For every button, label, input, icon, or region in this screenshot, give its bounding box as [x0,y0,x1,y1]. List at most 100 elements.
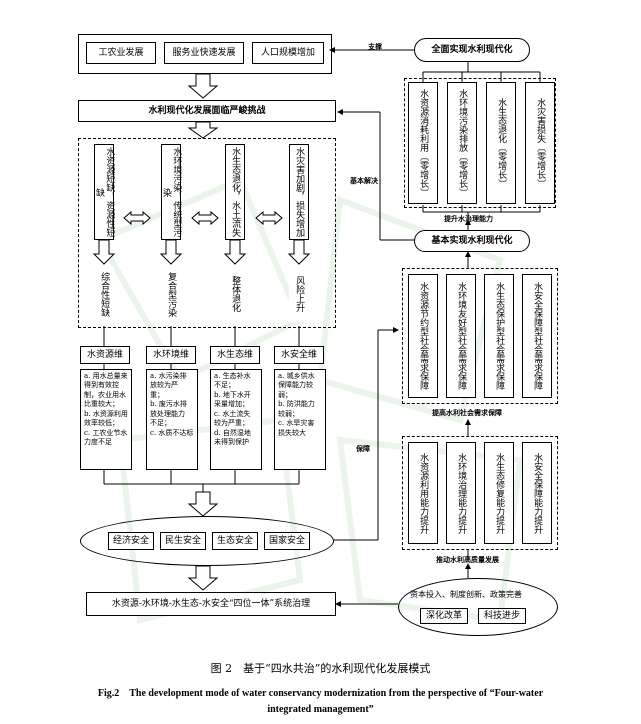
capability-water-security: 水安全保障能力提升 [522,442,552,544]
driver-services: 服务业快速发展 [164,42,244,64]
high-quality-label: 推动水利高质量发展 [436,555,499,564]
problem-water-ecology-result: 整体退化 [225,266,245,322]
note-line: 得到有效控 [84,381,119,390]
note-line: 保障能力较 [278,381,313,390]
goal-basic-label: 基本实现水利现代化 [431,235,513,246]
dimension-note-water-environment: a. 水污染排 放较为严 重； b. 废污水排 放处理能力 不足； c. 水质不… [146,369,198,470]
capability-text: 水资源利用能力提升 [418,452,429,534]
note-line: b. 废污水排 [150,400,187,409]
note-line: 比重较大； [84,400,119,409]
guarantee-side-label: 保障 [356,444,370,453]
dimension-water-environment: 水环境维 [146,346,196,364]
note-line: 不足； [150,419,171,428]
caption-english-line-1: Fig.2 The development mode of water cons… [97,688,544,699]
note-line: b. 地下水开 [214,390,251,399]
capability-text: 水生态修复能力提升 [494,452,505,534]
driver-technology: 科技进步 [478,608,526,624]
goal-item-water-resources: 水资源消耗利用〔零增长〕 [408,82,438,204]
driver-label: 科技进步 [483,610,520,621]
dimension-note-water-security: a. 城乡供水 保障能力较 弱； b. 防洪能力 较弱； c. 水旱灾害 损失较… [274,369,326,470]
note-line: a. 城乡供水 [278,372,315,380]
problem-bottom-text: 风险上升 [294,276,305,312]
basic-solve-label: 基本解决 [350,176,378,185]
guarantee-label: 提高水利社会需求保障 [432,408,502,417]
security-national: 国家安全 [264,532,310,550]
security-livelihood: 民生安全 [160,532,206,550]
security-label: 民生安全 [164,535,201,546]
note-line: 弱； [278,390,292,399]
goal-full-modernization: 全面实现水利现代化 [414,38,530,62]
capacity-label: 提升水治理能力 [444,214,493,223]
note-line: 重； [150,390,164,399]
driver-industry-agriculture: 工农业发展 [86,42,156,64]
challenge-label: 水利现代化发展面临严峻挑战 [148,105,266,116]
problem-top-text: 水资源短缺，资源性短缺 [94,147,115,237]
driver-label: 工农业发展 [98,47,144,58]
guarantee-text: 水资源节约型社会需求保障 [418,282,429,390]
guarantee-water-ecology: 水生态保护型社会需求保障 [484,274,514,398]
goal-item-water-ecology: 水生态退化〔零增长〕 [486,82,516,204]
drivers-group [78,34,332,74]
capabilities-group [402,436,558,550]
note-line: 较为严重； [214,419,249,428]
note-line: 效率较低； [84,419,119,428]
capability-text: 水安全保障能力提升 [532,452,543,534]
capability-water-resources: 水资源利用能力提升 [408,442,438,544]
driver-population: 人口规模增加 [252,42,324,64]
problem-water-resources: 水资源短缺，资源性短缺 [94,144,114,240]
note-line: b. 水资源利用 [84,409,128,418]
security-label: 经济安全 [112,535,149,546]
dimension-label: 水资源维 [86,349,123,360]
note-line: 采量增加； [214,400,249,409]
security-label: 生态安全 [216,535,253,546]
note-line: a. 用水总量来 [84,372,128,380]
note-line: 较弱； [278,409,299,418]
capability-water-environment: 水环境治理能力提升 [446,442,476,544]
guarantee-water-resources: 水资源节约型社会需求保障 [408,274,438,398]
problem-top-text: 水环境污染，传统型污染 [161,147,182,237]
note-line: 损失较大 [278,428,306,437]
note-line: b. 防洪能力 [278,400,315,409]
dimension-water-ecology: 水生态维 [210,346,260,364]
note-line: c. 工农业节水 [84,428,128,437]
note-line: 制，农业用水 [84,390,126,399]
problem-bottom-text: 整体退化 [230,276,241,312]
problem-water-disaster-result: 风险上升 [289,266,309,322]
note-line: a. 水污染排 [150,372,187,380]
problem-water-resources-result: 综合性短缺 [94,266,114,322]
note-line: d. 自然湿地 [214,428,251,437]
note-line: 放较为严 [150,381,178,390]
governance-label: 水资源-水环境-水生态-水安全“四位一体”系统治理 [111,598,311,609]
guarantees-group [402,268,558,404]
dimension-note-water-ecology: a. 生态补水 不足； b. 地下水开 采量增加； c. 水土流失 较为严重； … [210,369,262,470]
driver-reform: 深化改革 [420,608,468,624]
guarantee-water-security: 水安全保障型社会需求保障 [522,274,552,398]
note-line: a. 生态补水 [214,372,251,380]
note-line: c. 水旱灾害 [278,419,315,428]
goal-full-label: 全面实现水利现代化 [431,44,513,55]
drivers-title: 资本投入、制度创新、政策完善 [410,590,522,599]
problem-water-disaster: 水灾害加剧，损失增加 [289,144,309,240]
goal-full-items-group [404,78,556,208]
note-line: 未得到保护 [214,438,249,447]
support-label: 支撑 [368,42,382,51]
problem-bottom-text: 综合性短缺 [99,271,110,317]
drivers-ellipse [398,578,558,636]
security-ellipse [80,516,334,566]
driver-label: 人口规模增加 [260,47,315,58]
caption-english-line-2: integrated management” [267,704,374,715]
dimension-label: 水生态维 [216,349,253,360]
note-line: 不足； [214,381,235,390]
dimension-water-security: 水安全维 [274,346,324,364]
problem-water-environment: 水环境污染，传统型污染 [161,144,181,240]
challenge-box: 水利现代化发展面临严峻挑战 [78,100,336,122]
goal-item-water-environment: 水环境污染排放〔零增长〕 [447,82,477,204]
capability-water-ecology: 水生态修复能力提升 [484,442,514,544]
dimension-label: 水安全维 [280,349,317,360]
driver-label: 深化改革 [425,610,462,621]
note-line: 放处理能力 [150,409,185,418]
security-label: 国家安全 [268,535,305,546]
driver-label: 服务业快速发展 [172,47,236,58]
note-line: 力度不足 [84,438,112,447]
